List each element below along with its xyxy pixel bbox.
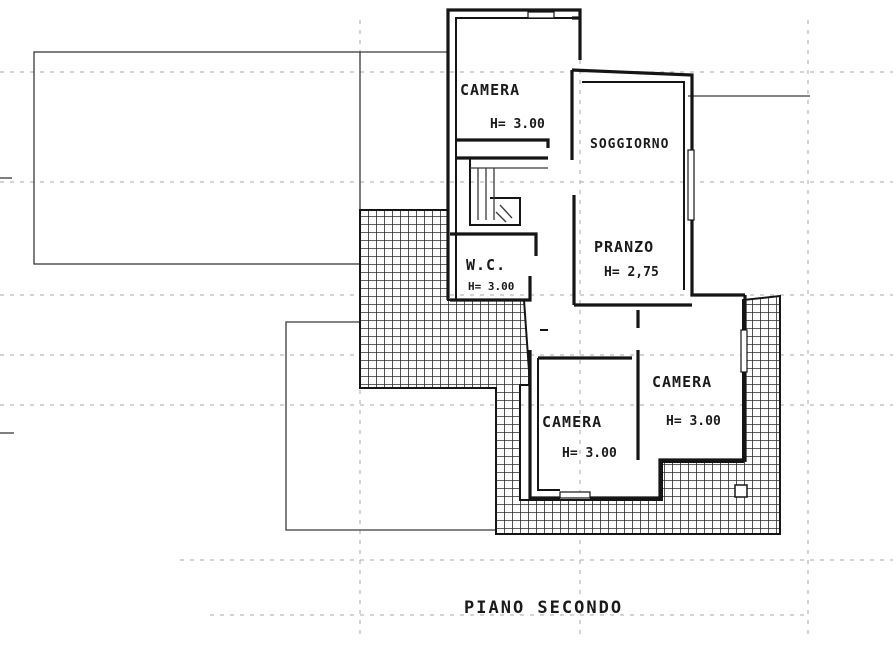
room-height-camera-right: H= 3.00 bbox=[666, 414, 721, 429]
plan-title: PIANO SECONDO bbox=[464, 598, 623, 618]
room-label-camera-right: CAMERA bbox=[652, 373, 712, 391]
staircase bbox=[456, 156, 548, 226]
room-height-wc: H= 3.00 bbox=[468, 280, 514, 293]
room-label-camera-bottom: CAMERA bbox=[542, 413, 602, 431]
room-height-pranzo: H= 2,75 bbox=[604, 265, 659, 280]
room-label-pranzo: PRANZO bbox=[594, 238, 654, 256]
windows bbox=[527, 11, 748, 499]
room-height-camera-top: H= 3.00 bbox=[490, 117, 545, 132]
walls bbox=[446, 8, 747, 500]
room-height-camera-bottom: H= 3.00 bbox=[562, 446, 617, 461]
terrace-tiled bbox=[359, 209, 781, 535]
room-label-wc: W.C. bbox=[466, 256, 506, 274]
room-label-soggiorno: SOGGIORNO bbox=[590, 137, 669, 152]
room-label-camera-top: CAMERA bbox=[460, 81, 520, 99]
